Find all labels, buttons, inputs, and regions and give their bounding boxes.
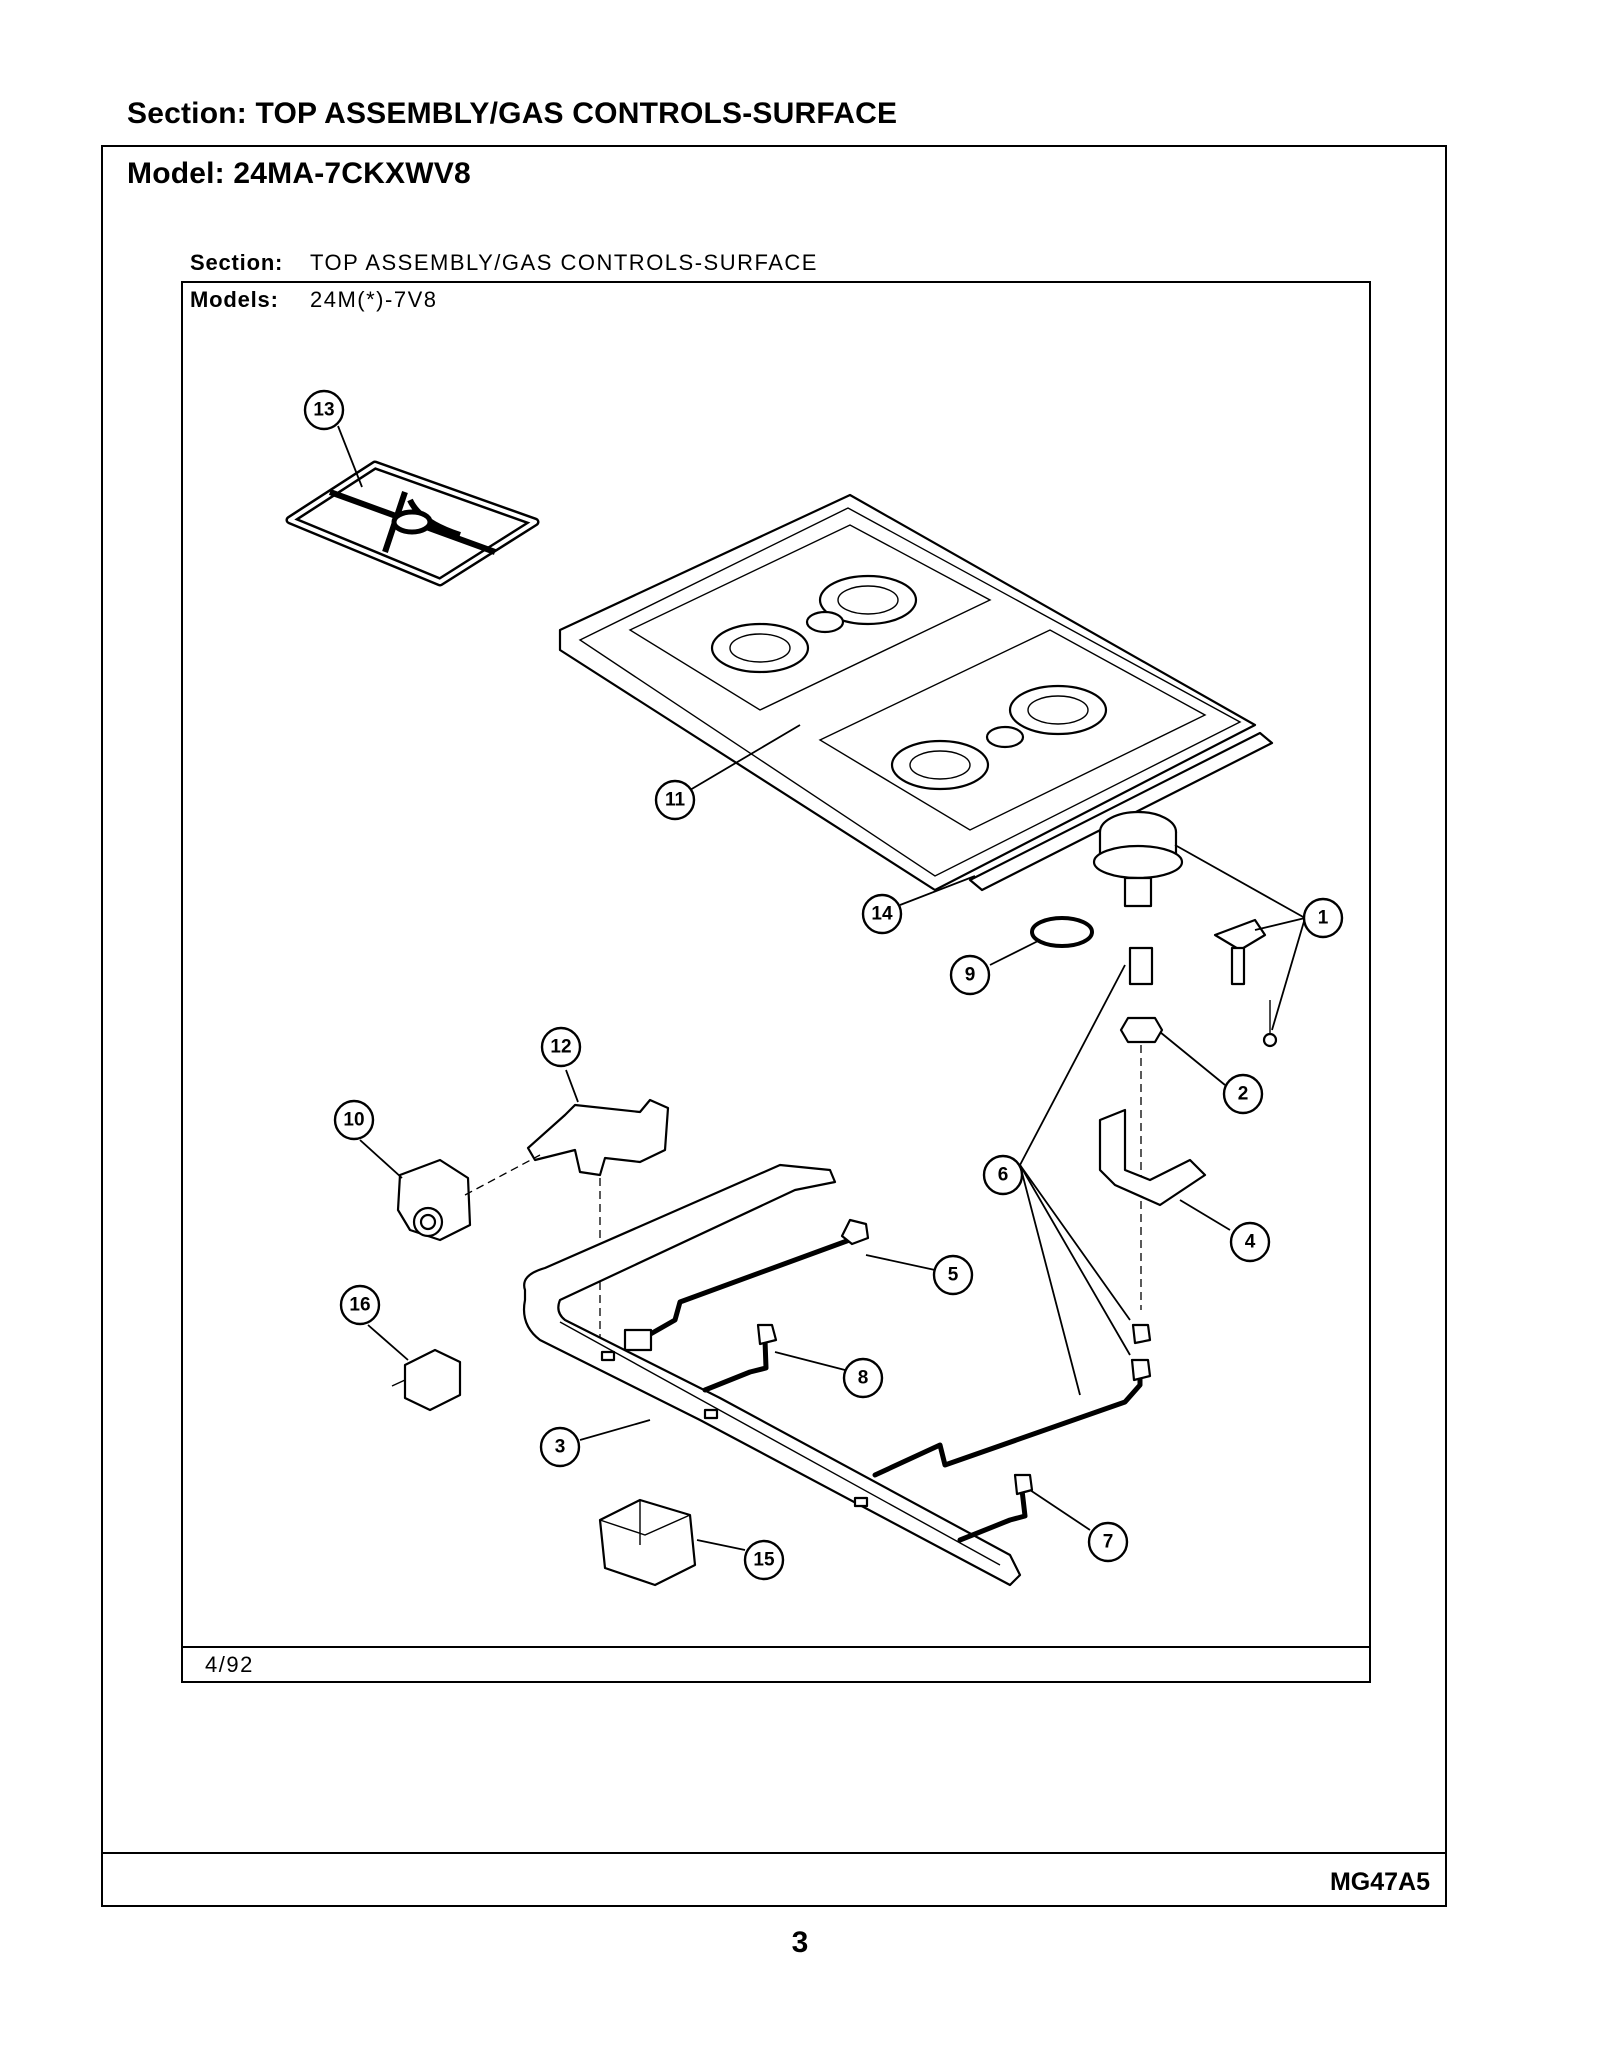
svg-text:12: 12 [550, 1037, 571, 1058]
svg-text:9: 9 [965, 965, 976, 986]
callout-13: 13 [303, 389, 345, 431]
burner-assembly [1092, 810, 1278, 1048]
ignition-switch [396, 1154, 541, 1242]
page-frame [101, 145, 1447, 1907]
inner-drawing-frame [181, 281, 1371, 1683]
callout-6: 6 [982, 1154, 1024, 1196]
svg-text:3: 3 [555, 1437, 566, 1458]
svg-text:16: 16 [349, 1295, 370, 1316]
callout-4: 4 [1229, 1221, 1271, 1263]
leader-lines [337, 425, 1306, 1551]
burner-grate [285, 460, 540, 587]
callout-2: 2 [1222, 1073, 1264, 1115]
callout-3: 3 [539, 1426, 581, 1468]
svg-text:5: 5 [948, 1265, 959, 1286]
svg-text:7: 7 [1103, 1532, 1114, 1553]
selector-switch [391, 1348, 462, 1412]
burner-supply-tube [872, 1323, 1152, 1478]
svg-text:6: 6 [998, 1165, 1009, 1186]
page-number: 3 [791, 1926, 809, 1959]
callout-14: 14 [861, 893, 903, 935]
callout-12: 12 [540, 1026, 582, 1068]
infinite-switch [598, 1498, 697, 1587]
orifice-and-nut [1119, 946, 1164, 1310]
inner-date: 4/92 [205, 1652, 254, 1677]
svg-text:4: 4 [1245, 1232, 1256, 1253]
svg-text:10: 10 [343, 1110, 364, 1131]
callout-9: 9 [949, 954, 991, 996]
svg-text:14: 14 [871, 904, 893, 925]
supply-tube-right-rear [623, 1218, 870, 1352]
svg-text:8: 8 [858, 1368, 869, 1389]
section-title: Section: TOP ASSEMBLY/GAS CONTROLS-SURFA… [127, 97, 898, 130]
o-ring [1030, 916, 1094, 948]
inner-section-value: TOP ASSEMBLY/GAS CONTROLS-SURFACE [310, 250, 818, 275]
footer-divider [101, 1852, 1447, 1854]
footer-code: MG47A5 [1329, 1868, 1430, 1896]
callout-1: 1 [1302, 897, 1344, 939]
supply-tube-right-front [957, 1473, 1034, 1543]
model-title: Model: 24MA-7CKXWV8 [127, 157, 471, 190]
inner-models-label: Models: [190, 287, 279, 312]
callout-8: 8 [842, 1357, 884, 1399]
callout-10: 10 [333, 1099, 375, 1141]
callout-5: 5 [932, 1254, 974, 1296]
callout-11: 11 [654, 779, 696, 821]
callout-16: 16 [339, 1284, 381, 1326]
supply-tube-left-front [702, 1323, 778, 1393]
svg-text:15: 15 [753, 1550, 775, 1571]
svg-text:2: 2 [1238, 1084, 1249, 1105]
inner-section-label: Section: [190, 250, 284, 275]
callout-15: 15 [743, 1539, 785, 1581]
svg-text:11: 11 [665, 790, 686, 811]
svg-text:13: 13 [313, 400, 334, 421]
burner-bracket [1098, 1108, 1207, 1207]
svg-text:1: 1 [1318, 908, 1329, 929]
cooktop [558, 493, 1257, 892]
front-trim [968, 731, 1274, 892]
inner-models-value: 24M(*)-7V8 [310, 287, 438, 312]
gas-manifold [522, 1163, 1022, 1587]
callout-7: 7 [1087, 1521, 1129, 1563]
